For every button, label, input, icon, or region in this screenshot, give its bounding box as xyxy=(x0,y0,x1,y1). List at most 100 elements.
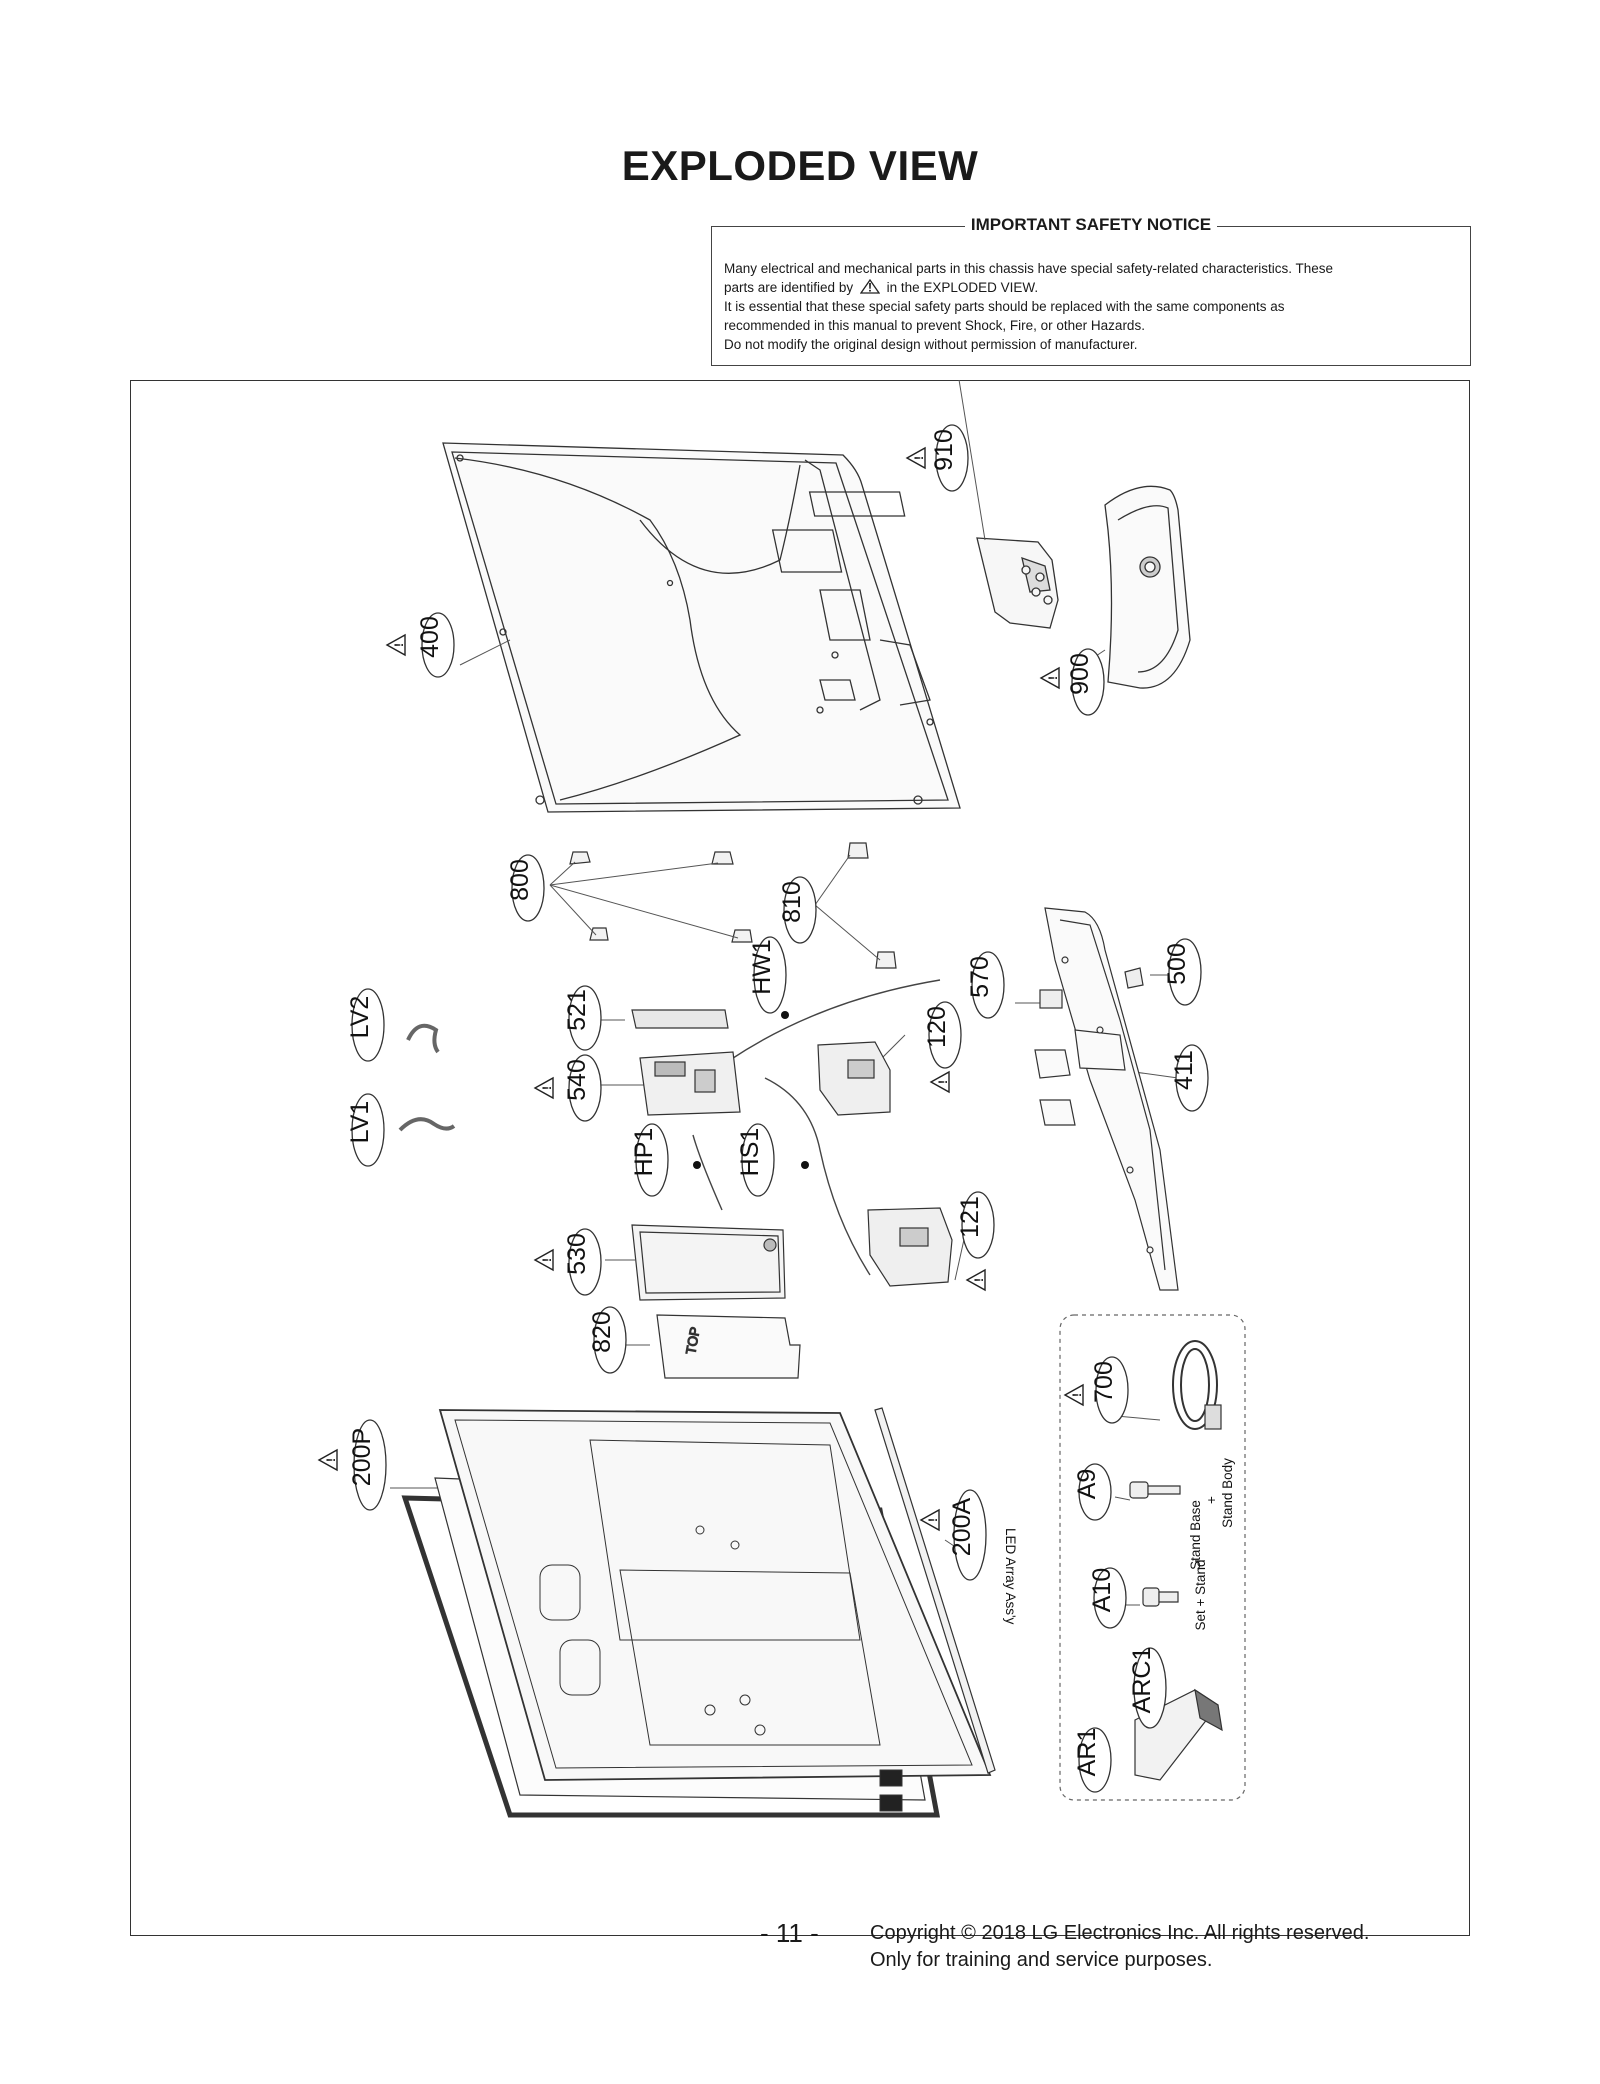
callout-200a: 200A xyxy=(948,1489,987,1581)
exploded-view-diagram: TOP xyxy=(318,380,1246,1818)
svg-text:700: 700 xyxy=(1090,1361,1118,1403)
svg-text:200A: 200A xyxy=(948,1497,976,1556)
callout-820: 820 xyxy=(588,1306,627,1374)
warning-icon: ! xyxy=(1040,667,1060,689)
screw-a9-part xyxy=(1129,1481,1181,1499)
callout-arc1: ARC1 xyxy=(1128,1647,1167,1729)
svg-text:HW1: HW1 xyxy=(748,939,776,995)
led-array-part xyxy=(874,1407,996,1774)
callout-570: 570 xyxy=(966,951,1005,1019)
stand-base-part xyxy=(1104,485,1191,689)
warning-icon: ! xyxy=(534,1077,554,1099)
copyright-line-2: Only for training and service purposes. xyxy=(870,1949,1213,1971)
svg-text:530: 530 xyxy=(563,1233,591,1275)
warning-icon: ! xyxy=(859,278,881,295)
key-board-part xyxy=(1039,989,1063,1009)
copyright-line-1: Copyright © 2018 LG Electronics Inc. All… xyxy=(870,1922,1370,1944)
svg-text:400: 400 xyxy=(416,616,444,658)
callout-a10: A10 xyxy=(1088,1567,1127,1629)
warning-icon: ! xyxy=(386,634,406,656)
notice-line-3: It is essential that these special safet… xyxy=(724,299,1285,314)
svg-text:HP1: HP1 xyxy=(630,1128,658,1177)
callout-a9: A9 xyxy=(1073,1463,1112,1521)
main-board-part xyxy=(639,1051,741,1116)
svg-text:!: ! xyxy=(540,1086,554,1090)
wall-bracket-part xyxy=(569,842,897,969)
notice-line-2-start: parts are identified by xyxy=(724,280,854,295)
power-board-part xyxy=(631,1224,786,1301)
svg-text:810: 810 xyxy=(778,881,806,923)
speaker-left-part xyxy=(867,1207,953,1287)
svg-text:540: 540 xyxy=(563,1059,591,1101)
svg-text:800: 800 xyxy=(506,859,534,901)
safety-notice-body: Many electrical and mechanical parts in … xyxy=(724,259,1458,354)
warning-icon: ! xyxy=(930,1071,950,1093)
callout-521: 521 xyxy=(563,985,602,1051)
svg-text:500: 500 xyxy=(1163,943,1191,985)
callout-hw1: HW1 xyxy=(748,936,789,1019)
ir-board-part xyxy=(1124,967,1144,989)
notice-line-4: recommended in this manual to prevent Sh… xyxy=(724,318,1145,333)
speaker-right-part xyxy=(817,1041,891,1116)
set-stand-label: Set + Stand xyxy=(1193,1560,1208,1631)
warning-icon: ! xyxy=(534,1249,554,1271)
svg-text:A10: A10 xyxy=(1088,1568,1116,1612)
callout-ar1: AR1 xyxy=(1073,1727,1112,1793)
top-marking: TOP xyxy=(683,1326,703,1356)
warning-icon-mark: ! xyxy=(868,281,872,295)
copyright-footer: Copyright © 2018 LG Electronics Inc. All… xyxy=(870,1920,1369,1974)
warning-icon: ! xyxy=(906,447,926,469)
svg-text:!: ! xyxy=(912,456,926,460)
led-array-label: LED Array Ass'y xyxy=(1003,1528,1018,1625)
callout-540: 540 xyxy=(563,1054,602,1122)
display-module-part xyxy=(401,1409,992,1818)
insulator-sheet-part: TOP xyxy=(656,1314,801,1379)
callout-hp1: HP1 xyxy=(630,1123,701,1197)
safety-notice-box: IMPORTANT SAFETY NOTICE Many electrical … xyxy=(711,215,1471,366)
svg-text:!: ! xyxy=(1070,1393,1084,1397)
page-number: - 11 - xyxy=(760,1918,819,1948)
svg-text:AR1: AR1 xyxy=(1073,1728,1101,1777)
callout-700: 700 xyxy=(1090,1356,1129,1424)
svg-text:!: ! xyxy=(392,643,406,647)
svg-text:200P: 200P xyxy=(348,1428,376,1486)
callout-910: 910 xyxy=(930,424,969,492)
callout-lv1: LV1 xyxy=(346,1093,385,1167)
svg-text:!: ! xyxy=(540,1258,554,1262)
svg-text:900: 900 xyxy=(1066,653,1094,695)
svg-text:LV1: LV1 xyxy=(346,1101,374,1144)
svg-text:ARC1: ARC1 xyxy=(1128,1647,1156,1714)
warning-icon: ! xyxy=(318,1449,338,1471)
notice-line-2-end: in the EXPLODED VIEW. xyxy=(886,280,1039,295)
stand-base-label: Stand Base xyxy=(1188,1500,1203,1570)
warning-icon: ! xyxy=(920,1509,940,1531)
svg-text:121: 121 xyxy=(956,1196,984,1238)
svg-text:!: ! xyxy=(972,1278,986,1282)
notice-line-2: parts are identified by ! in the EXPLODE… xyxy=(724,278,1458,297)
svg-text:A9: A9 xyxy=(1073,1469,1101,1500)
svg-text:521: 521 xyxy=(563,989,591,1031)
svg-text:HS1: HS1 xyxy=(736,1128,764,1177)
stand-body-label: Stand Body xyxy=(1220,1458,1235,1528)
notice-line-1: Many electrical and mechanical parts in … xyxy=(724,261,1334,276)
svg-text:!: ! xyxy=(1046,676,1060,680)
svg-text:!: ! xyxy=(324,1458,338,1462)
svg-text:820: 820 xyxy=(588,1311,616,1353)
safety-notice-title: IMPORTANT SAFETY NOTICE xyxy=(964,215,1218,234)
callout-411: 411 xyxy=(1170,1044,1209,1112)
callout-400: 400 xyxy=(416,612,455,678)
svg-text:!: ! xyxy=(936,1080,950,1084)
diagram-frame xyxy=(130,380,1470,1936)
callout-121: 121 xyxy=(956,1191,995,1259)
callout-200p: 200P xyxy=(348,1419,387,1511)
main-board-bracket-part xyxy=(631,1009,729,1029)
warning-icon: ! xyxy=(1064,1384,1084,1406)
callout-120: 120 xyxy=(923,1001,962,1069)
page-title: EXPLODED VIEW xyxy=(621,142,979,189)
callout-800: 800 xyxy=(506,854,545,922)
callout-900: 900 xyxy=(1066,648,1105,716)
safety-warning-icons: ! ! ! ! ! ! ! ! ! ! xyxy=(318,447,1084,1531)
svg-text:!: ! xyxy=(926,1518,940,1522)
front-cabinet-part xyxy=(1034,907,1179,1291)
svg-text:120: 120 xyxy=(923,1006,951,1048)
